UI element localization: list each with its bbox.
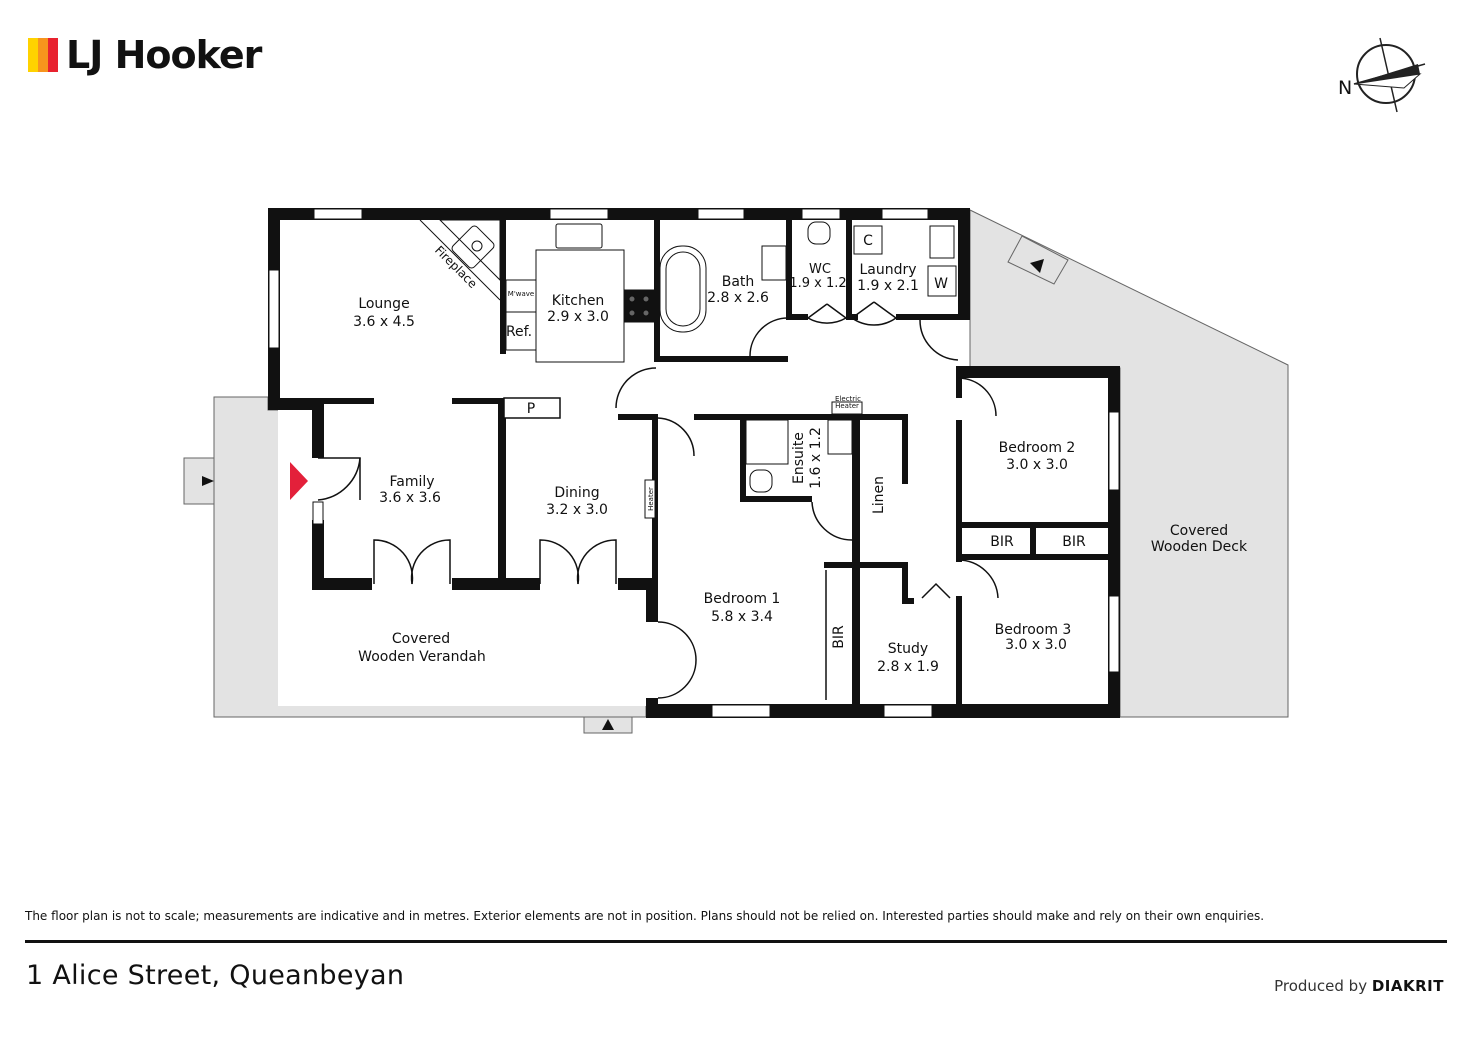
family-label: Family <box>389 474 434 490</box>
bir3-label: BIR <box>1062 534 1086 550</box>
linen-label: Linen <box>871 476 887 514</box>
bath-label: Bath <box>722 274 755 290</box>
brand-name: LJ Hooker <box>66 33 262 77</box>
footer-divider <box>25 940 1447 943</box>
bedroom2-label: Bedroom 2 <box>999 440 1076 456</box>
brand-logo: LJ Hooker <box>28 30 262 80</box>
lounge-label: Lounge <box>358 296 409 312</box>
bedroom3-label: Bedroom 3 <box>995 622 1072 638</box>
study-label: Study <box>888 641 928 657</box>
dining-label: Dining <box>554 485 599 501</box>
pantry-label: P <box>527 401 535 417</box>
deck-step <box>1007 235 1069 285</box>
bedroom3-size: 3.0 x 3.0 <box>1005 637 1067 653</box>
heater-label: Heater <box>647 487 655 511</box>
dining-size: 3.2 x 3.0 <box>546 502 608 518</box>
verandah-label-1: Covered <box>392 631 450 647</box>
wc-label: WC <box>809 262 831 277</box>
bir2-label: BIR <box>990 534 1014 550</box>
fixtures <box>419 219 957 519</box>
verandah-label-2: Wooden Verandah <box>358 649 486 665</box>
cupboard-label: C <box>863 233 873 249</box>
compass-north-label: N <box>1338 77 1352 99</box>
north-compass-icon: N <box>1338 37 1426 113</box>
study-size: 2.8 x 1.9 <box>877 659 939 675</box>
laundry-label: Laundry <box>859 262 916 278</box>
producer-credit: Produced by DIAKRIT <box>1274 977 1444 995</box>
bedroom1-size: 5.8 x 3.4 <box>711 609 773 625</box>
washer-label: W <box>934 276 948 292</box>
electric-heater-label-1: Electric <box>835 395 861 403</box>
bedroom2-size: 3.0 x 3.0 <box>1006 457 1068 473</box>
kitchen-size: 2.9 x 3.0 <box>547 309 609 325</box>
fridge-label: Ref. <box>506 324 532 340</box>
step-arrow-icon <box>602 719 614 730</box>
produced-by-label: Produced by <box>1274 977 1368 995</box>
deck-label-1: Covered <box>1170 523 1228 539</box>
producer-name: DIAKRIT <box>1371 977 1444 995</box>
disclaimer-text: The floor plan is not to scale; measurem… <box>25 909 1265 923</box>
bath-size: 2.8 x 2.6 <box>707 290 769 306</box>
doors <box>317 301 1106 700</box>
deck-label-2: Wooden Deck <box>1151 539 1248 555</box>
microwave-label: M'wave <box>508 290 534 298</box>
lounge-size: 3.6 x 4.5 <box>353 314 415 330</box>
logo-mark-icon <box>28 38 58 72</box>
entry-marker-icon <box>290 462 308 500</box>
room-labels: Lounge 3.6 x 4.5 Fireplace Kitchen 2.9 x… <box>353 233 1248 675</box>
electric-heater-label-2: Heater <box>835 402 859 410</box>
ensuite-label: Ensuite <box>791 432 807 484</box>
kitchen-label: Kitchen <box>552 293 605 309</box>
family-size: 3.6 x 3.6 <box>379 490 441 506</box>
ensuite-size: 1.6 x 1.2 <box>808 427 824 489</box>
step-arrow-icon <box>202 476 214 486</box>
wc-size: 1.9 x 1.2 <box>789 276 846 291</box>
bedroom1-label: Bedroom 1 <box>704 591 781 607</box>
step-arrow-icon <box>1030 259 1044 273</box>
bir1-label: BIR <box>831 625 847 649</box>
property-address: 1 Alice Street, Queanbeyan <box>26 960 405 991</box>
laundry-size: 1.9 x 2.1 <box>857 278 919 294</box>
walls <box>268 208 1120 718</box>
windows <box>268 208 1120 718</box>
